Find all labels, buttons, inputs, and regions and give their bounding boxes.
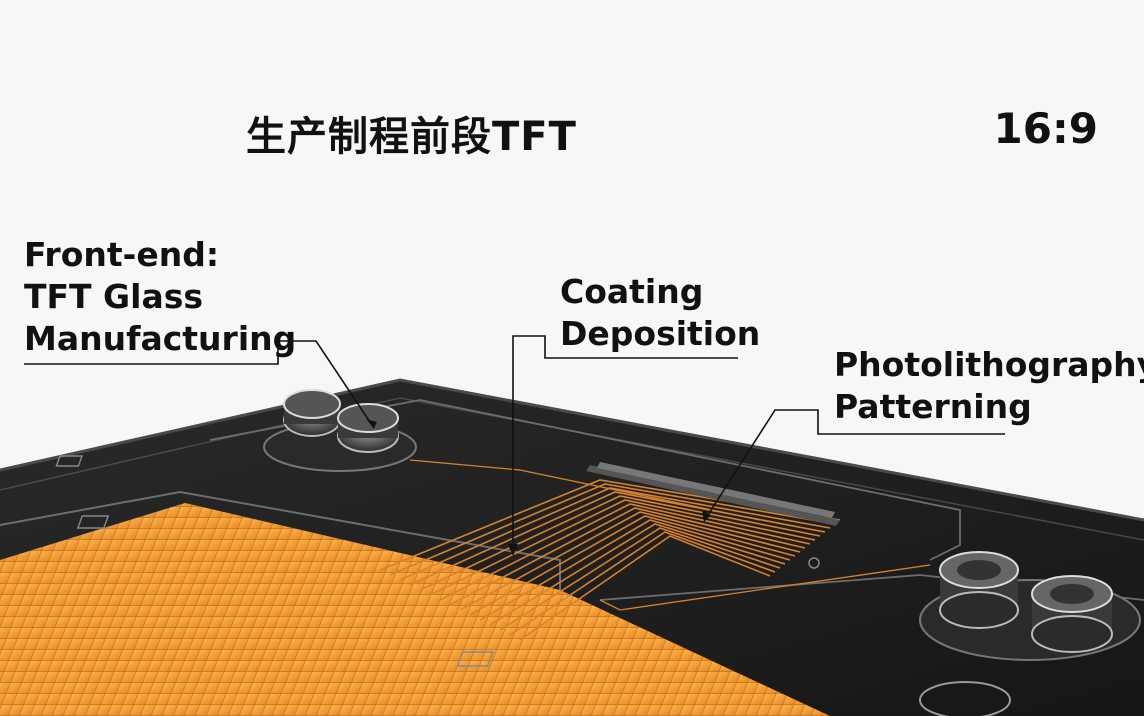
callout-line: Manufacturing xyxy=(24,319,297,358)
pixel-grid-area xyxy=(0,503,830,716)
fanout-traces xyxy=(379,459,931,641)
callout-coating: Coating Deposition xyxy=(560,271,760,355)
callout-front-end: Front-end: TFT Glass Manufacturing xyxy=(24,234,296,360)
callout-photolithography: Photolithography Patterning xyxy=(834,344,1144,428)
knob-pair-right xyxy=(919,551,1141,716)
callout-leaders xyxy=(24,335,1005,552)
callout-line: Coating xyxy=(560,272,704,311)
page-title: 生产制程前段TFT xyxy=(246,114,577,160)
small-pads xyxy=(55,455,820,667)
connector-pads xyxy=(586,462,840,526)
frontend-leader xyxy=(24,340,375,429)
callout-line: Front-end: xyxy=(24,235,220,274)
callout-line: Deposition xyxy=(560,314,761,353)
photo-leader xyxy=(705,409,1005,519)
aspect-ratio-label: 16:9 xyxy=(993,104,1098,153)
callout-arrowheads xyxy=(366,419,711,556)
knob-pair-left xyxy=(263,389,417,472)
callout-line: TFT Glass xyxy=(24,277,204,316)
coating-leader xyxy=(512,335,738,552)
callout-line: Photolithography xyxy=(834,345,1144,384)
callout-line: Patterning xyxy=(834,387,1032,426)
